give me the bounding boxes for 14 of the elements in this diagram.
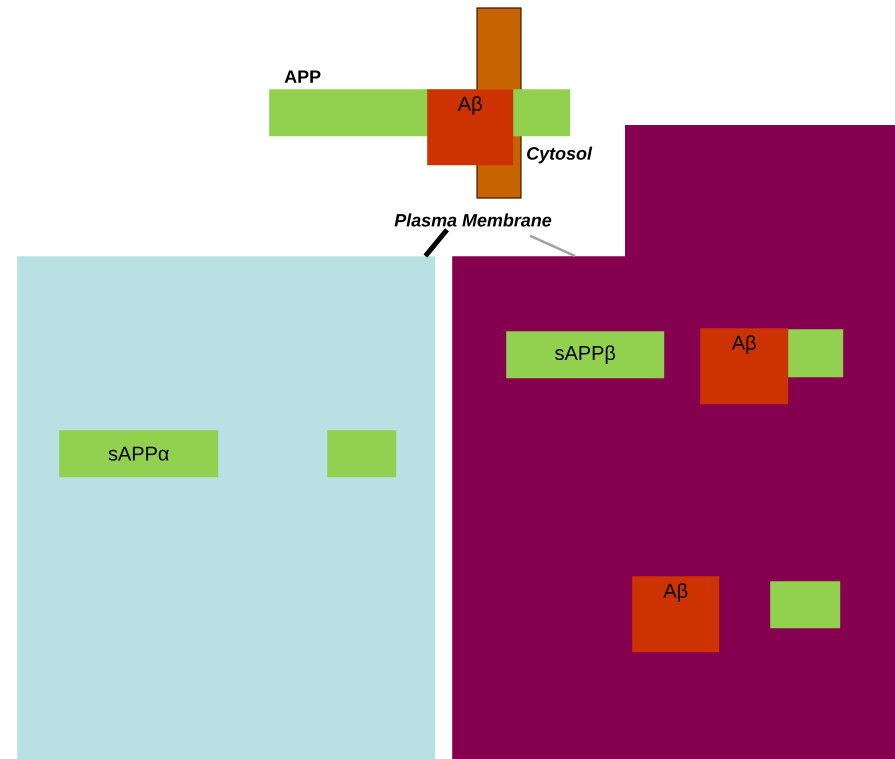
fragment-box <box>770 581 840 628</box>
pathway-panel <box>17 256 436 759</box>
fragment-box: Aβ <box>632 576 720 652</box>
fragment-box: Aβ <box>700 328 788 404</box>
label-text: Cytosol <box>527 146 592 164</box>
fragment-box <box>788 329 844 378</box>
fragment-box: sAPPβ <box>506 331 664 378</box>
fragment-box <box>327 430 396 478</box>
fragment-box: Aβ <box>427 89 514 166</box>
connector-line <box>423 228 449 258</box>
fragment-box: sAPPα <box>59 430 218 478</box>
node-label: APP <box>284 70 320 83</box>
membrane-label: Plasma Membrane <box>394 213 552 227</box>
connector-line <box>530 234 576 258</box>
